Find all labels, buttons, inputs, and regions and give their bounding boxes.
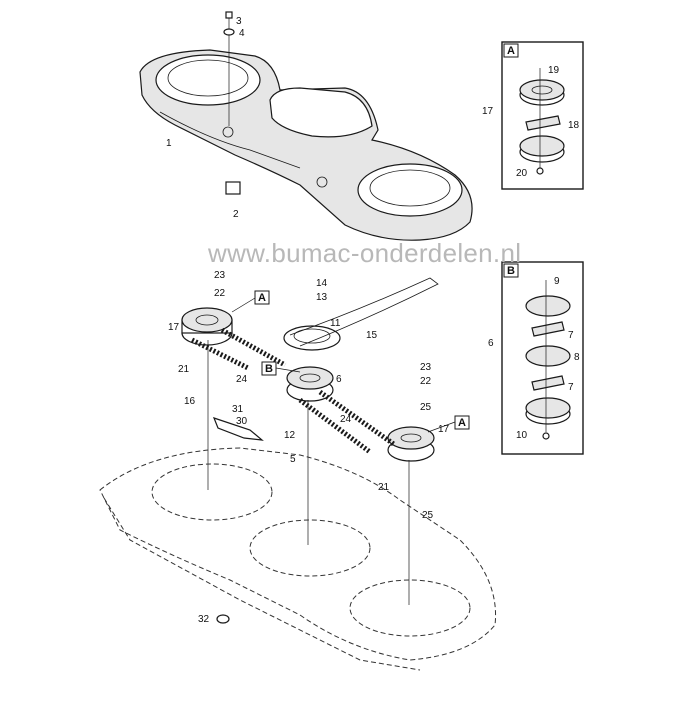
callout-20: 20 bbox=[516, 168, 528, 179]
callout-7-a: 7 bbox=[568, 330, 574, 341]
callout-16: 16 bbox=[184, 396, 196, 407]
callout-14: 14 bbox=[316, 278, 328, 289]
callout-17-b: 17 bbox=[168, 322, 180, 333]
callout-21-b: 21 bbox=[378, 482, 390, 493]
callout-5: 5 bbox=[290, 454, 296, 465]
inset-b-label: B bbox=[507, 265, 515, 277]
drive-pulley bbox=[283, 325, 341, 351]
callout-2: 2 bbox=[233, 209, 239, 220]
tag-a-box-2 bbox=[454, 415, 470, 430]
callout-1: 1 bbox=[166, 138, 172, 149]
callout-12: 12 bbox=[284, 430, 296, 441]
timing-belt-24b-lower bbox=[298, 397, 372, 455]
callout-3: 3 bbox=[236, 16, 242, 27]
callout-24-b: 24 bbox=[340, 414, 352, 425]
callout-17-a: 17 bbox=[482, 106, 494, 117]
callout-13: 13 bbox=[316, 292, 328, 303]
callout-9: 9 bbox=[554, 276, 560, 287]
callout-15: 15 bbox=[366, 330, 378, 341]
callout-6-b: 6 bbox=[488, 338, 494, 349]
callout-17-c: 17 bbox=[438, 424, 450, 435]
timing-belt-lower bbox=[190, 337, 250, 371]
pulley-right bbox=[387, 426, 435, 462]
bolt-32 bbox=[216, 614, 230, 624]
callout-22-b: 22 bbox=[420, 376, 432, 387]
tag-b-box-1 bbox=[261, 361, 277, 376]
callout-32: 32 bbox=[198, 614, 210, 625]
callout-18: 18 bbox=[568, 120, 580, 131]
pulley-middle bbox=[286, 366, 334, 402]
mower-deck-outline bbox=[99, 447, 497, 671]
callout-7-b: 7 bbox=[568, 382, 574, 393]
callout-21-a: 21 bbox=[178, 364, 190, 375]
callout-8: 8 bbox=[574, 352, 580, 363]
tag-a-label-1: A bbox=[258, 292, 266, 304]
callout-22-a: 22 bbox=[214, 288, 226, 299]
watermark: www.bumac-onderdelen.nl bbox=[207, 238, 521, 268]
callout-24-a: 24 bbox=[236, 374, 248, 385]
deck-cover bbox=[139, 49, 473, 241]
callout-31: 31 bbox=[232, 404, 244, 415]
clip-part bbox=[225, 181, 241, 195]
timing-belt-24a bbox=[220, 327, 287, 368]
inset-box-b bbox=[501, 261, 584, 455]
callout-11: 11 bbox=[330, 318, 341, 329]
callout-30: 30 bbox=[236, 416, 248, 427]
tag-a-box-1 bbox=[254, 290, 270, 305]
callout-10: 10 bbox=[516, 430, 528, 441]
inset-a-label: A bbox=[507, 45, 515, 57]
timing-belt-24b bbox=[318, 389, 397, 448]
callout-23-a: 23 bbox=[214, 270, 226, 281]
pulley-left bbox=[181, 307, 233, 346]
callout-25-a: 25 bbox=[420, 402, 432, 413]
inset-box-a bbox=[501, 41, 584, 190]
tag-a-label-2: A bbox=[458, 417, 466, 429]
callout-6: 6 bbox=[336, 374, 342, 385]
callout-19: 19 bbox=[548, 65, 560, 76]
v-belt-15 bbox=[289, 277, 439, 347]
callout-4: 4 bbox=[239, 28, 245, 39]
callout-23-b: 23 bbox=[420, 362, 432, 373]
bracket-30 bbox=[212, 417, 264, 441]
callout-25-b: 25 bbox=[422, 510, 434, 521]
bolt-3 bbox=[223, 11, 235, 126]
tag-b-label-1: B bbox=[265, 363, 273, 375]
